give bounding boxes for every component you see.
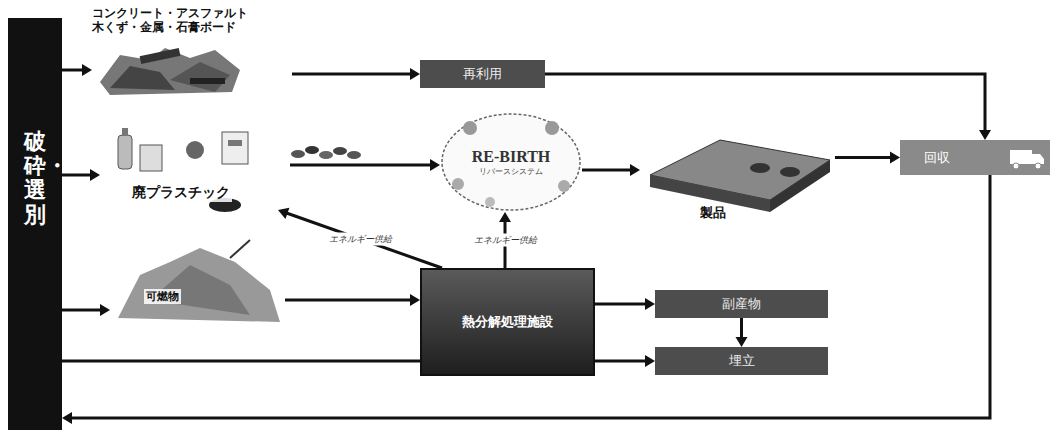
pellet-illustration <box>291 146 361 159</box>
node-text: 埋立 <box>729 352 755 370</box>
flow-arrow <box>62 304 110 316</box>
node-text: コンクリート・アスファルト 木くず・金属・石膏ボード <box>92 6 254 35</box>
node-text: 副産物 <box>722 295 761 313</box>
rebirth-ellipse: RE-BIRTHリバースシステム <box>440 112 582 212</box>
node-text: リバースシステム <box>479 166 543 177</box>
arrow-line <box>285 299 411 302</box>
byproduct-box: 副産物 <box>655 290 828 318</box>
combustibles-illustration <box>118 240 280 322</box>
flow-arrow <box>62 169 100 181</box>
flow-arrow <box>736 318 748 347</box>
node-text: 破砕・選別 <box>24 130 46 227</box>
rubble-illustration <box>100 48 240 95</box>
material-group: コンクリート・アスファルト 木くず・金属・石膏ボード <box>92 6 292 98</box>
flow-arrow <box>278 208 442 268</box>
collect-box: 回収 <box>900 140 1050 175</box>
flow-arrow <box>595 298 655 310</box>
arrow-line <box>62 174 91 177</box>
product-illustration <box>650 140 830 212</box>
reuse-box: 再利用 <box>420 60 545 88</box>
arrow-head <box>979 130 991 140</box>
arrow-line <box>292 73 411 76</box>
arrow-head <box>736 337 748 347</box>
flow-arrow <box>62 64 92 76</box>
node-text: 廃プラスチック <box>130 184 232 202</box>
plastic-group: 廃プラスチック <box>100 118 290 210</box>
arrow-line <box>71 175 990 418</box>
flow-arrow <box>290 159 440 171</box>
facility-photo: 熱分解処理施設 <box>420 268 595 376</box>
node-text: RE-BIRTH <box>472 148 551 166</box>
arrow-line <box>62 69 83 72</box>
arrow-line <box>740 318 743 338</box>
landfill-box: 埋立 <box>655 347 828 375</box>
arrow-head <box>499 212 511 222</box>
flow-arrow <box>292 68 420 80</box>
arrow-head <box>630 164 640 176</box>
node-text: 再利用 <box>463 65 502 83</box>
arrow-head <box>410 294 420 306</box>
arrow-head <box>100 304 110 316</box>
flow-arrow <box>285 294 420 306</box>
arrow-head <box>62 412 72 424</box>
product-group: 製品 <box>640 132 835 232</box>
arrow-line <box>835 156 891 159</box>
flow-arrow <box>835 152 900 164</box>
flow-arrow <box>582 164 640 176</box>
arrow-line <box>290 164 431 167</box>
node-text: 回収 <box>924 149 950 167</box>
arrow-head <box>410 68 420 80</box>
arrow-line <box>595 303 646 306</box>
edge-label: エネルギー供給 <box>327 233 394 246</box>
node-text: 可燃物 <box>144 289 181 304</box>
edge-label: エネルギー供給 <box>472 234 539 247</box>
arrow-head <box>890 152 900 164</box>
arrow-line <box>545 74 985 131</box>
arrow-head <box>82 64 92 76</box>
crush-sort-band: 破砕・選別 <box>8 18 62 430</box>
arrow-line <box>286 213 442 268</box>
flow-arrow <box>62 175 990 424</box>
flow-arrow <box>545 74 991 140</box>
arrow-head <box>645 355 655 367</box>
plastic-waste-illustration <box>118 128 248 212</box>
arrow-head <box>645 298 655 310</box>
arrow-head <box>430 159 440 171</box>
arrow-head <box>90 169 100 181</box>
arrow-line <box>582 169 631 172</box>
arrow-line <box>62 309 101 312</box>
arrow-head <box>278 208 289 219</box>
combustible-group: 可燃物 <box>110 236 285 334</box>
node-text: 製品 <box>698 204 728 222</box>
node-text: 熱分解処理施設 <box>462 313 553 331</box>
